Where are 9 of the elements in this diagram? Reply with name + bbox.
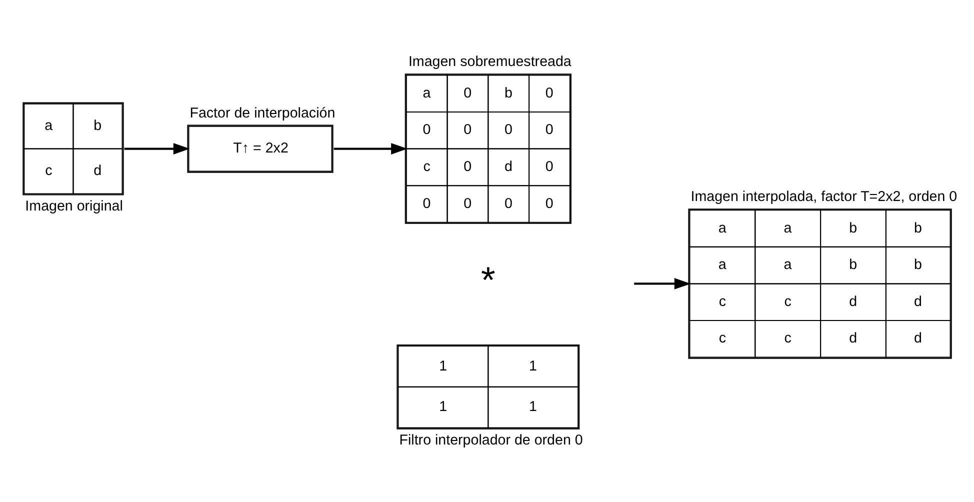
node-label: Imagen original [25,198,123,214]
node-label: Filtro interpolador de orden 0 [399,432,583,448]
node-label: Factor de interpolación [190,105,336,122]
arrow [124,143,190,155]
label: * [481,260,496,301]
node-label: Imagen sobremuestreada [408,54,572,70]
arrow [334,143,408,155]
node-label: Imagen interpolada, factor T=2x2, orden 0 [690,189,958,206]
arrow [634,278,691,290]
